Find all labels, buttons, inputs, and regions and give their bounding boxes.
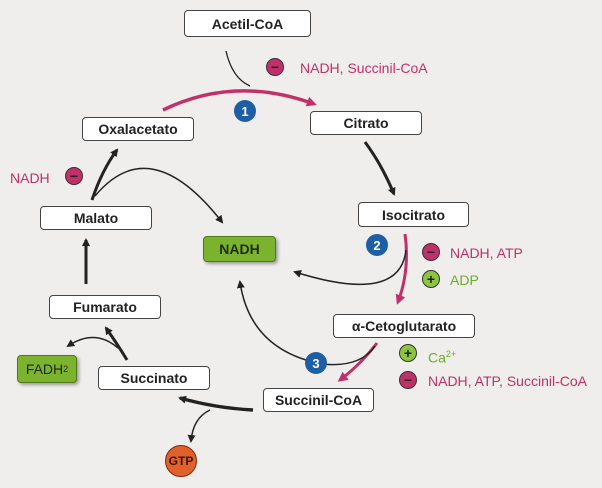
calcium-label: Ca bbox=[428, 349, 446, 366]
node-alfa-cetoglutarato: α-Cetoglutarato bbox=[333, 314, 475, 338]
minus-icon: − bbox=[422, 243, 440, 261]
acetyl-input-arrow bbox=[225, 50, 251, 87]
step1-inhibitors: NADH, Succinil-CoA bbox=[300, 60, 428, 76]
plus-icon: + bbox=[399, 344, 417, 362]
malate-inhibitor: NADH bbox=[10, 170, 50, 186]
step2-inhibitors: NADH, ATP bbox=[450, 245, 523, 261]
step-badge-1: 1 bbox=[234, 100, 256, 122]
arrow-cetoglutarato-succinilcoa bbox=[337, 342, 379, 382]
minus-icon: − bbox=[65, 167, 83, 185]
step2-activators: ADP bbox=[450, 272, 479, 288]
step-badge-3: 3 bbox=[305, 352, 327, 374]
step3-inhibitors: NADH, ATP, Succinil-CoA bbox=[428, 373, 587, 389]
product-nadh: NADH bbox=[203, 236, 276, 262]
arrow-fadh2 bbox=[66, 336, 119, 349]
node-malato: Malato bbox=[40, 206, 152, 230]
step-badge-2: 2 bbox=[366, 234, 388, 256]
minus-icon: − bbox=[266, 58, 284, 76]
arrow-oxalacetato-citrato bbox=[162, 89, 317, 112]
node-oxalacetato: Oxalacetato bbox=[82, 117, 194, 141]
node-isocitrato: Isocitrato bbox=[358, 202, 469, 227]
product-gtp: GTP bbox=[165, 445, 197, 477]
fadh2-label: FADH bbox=[25, 361, 64, 377]
step3-activator: Ca2+ bbox=[428, 346, 456, 366]
arrow-gtp bbox=[187, 409, 211, 443]
arrow-isocitrato-nadh bbox=[293, 249, 407, 286]
arrow-isocitrato-cetoglutarato bbox=[395, 233, 408, 305]
calcium-charge: 2+ bbox=[445, 349, 457, 359]
node-succinato: Succinato bbox=[98, 366, 210, 390]
minus-icon: − bbox=[399, 371, 417, 389]
fadh2-subscript: 2 bbox=[63, 364, 69, 374]
node-acetil-coa: Acetil-CoA bbox=[184, 10, 311, 37]
node-fumarato: Fumarato bbox=[49, 295, 161, 319]
node-succinil-coa: Succinil-CoA bbox=[263, 388, 374, 412]
arrow-malato-nadh bbox=[94, 167, 224, 224]
arrow-succinato-fumarato bbox=[104, 326, 129, 361]
node-citrato: Citrato bbox=[310, 111, 422, 135]
arrow-citrato-isocitrato bbox=[363, 141, 396, 196]
plus-icon: + bbox=[422, 270, 440, 288]
arrow-succinilcoa-succinato bbox=[178, 395, 254, 412]
arrow-malato-oxalacetato bbox=[90, 148, 119, 201]
